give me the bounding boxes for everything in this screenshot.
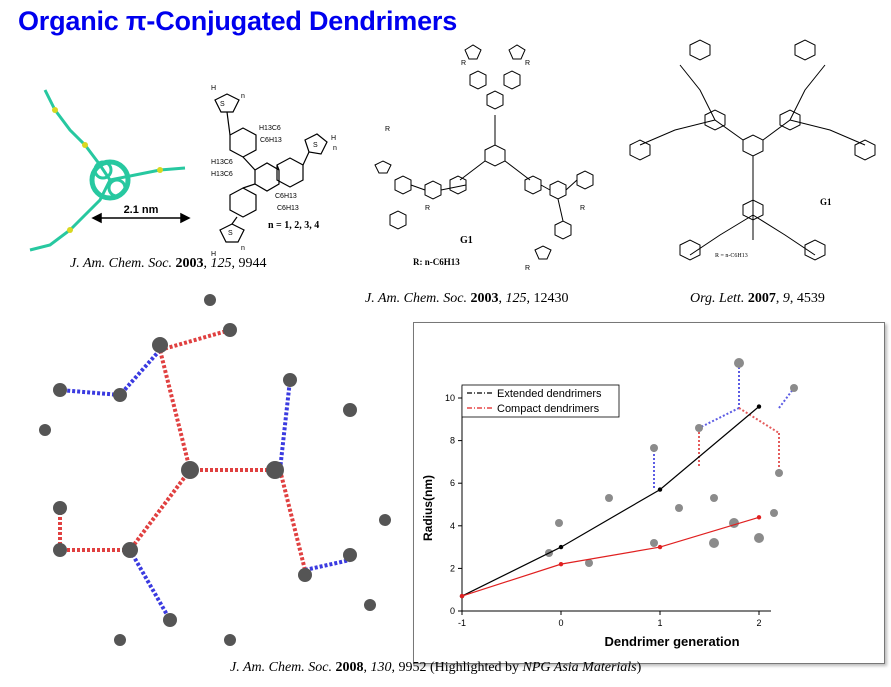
svg-text:C6H13: C6H13: [277, 205, 299, 212]
chart-ylabel: Radius(nm): [421, 475, 435, 541]
legend-compact: Compact dendrimers: [497, 403, 600, 415]
y-tick-label: 8: [450, 436, 455, 446]
svg-text:H: H: [211, 251, 216, 258]
svg-text:R: R: [525, 60, 530, 67]
series-point-0: [558, 544, 564, 550]
x-tick-label: 2: [756, 618, 761, 628]
svg-text:C6H13: C6H13: [275, 193, 297, 200]
series-point-0: [756, 404, 762, 409]
series-point-1: [558, 561, 564, 567]
extended-dendrimer-model-svg: [39, 294, 391, 646]
scale-arrow: [91, 212, 191, 224]
dendrimer-g1-skeleton-3: [629, 39, 876, 261]
svg-text:S: S: [220, 101, 225, 108]
svg-text:R: R: [385, 126, 390, 133]
svg-text:H: H: [331, 135, 336, 142]
svg-text:n: n: [241, 245, 245, 252]
extended-dendrimer-model-panel: [30, 290, 405, 660]
chemical-structure-2d: [214, 93, 328, 243]
svg-text:R: R: [580, 205, 585, 212]
structure-3-name: G1: [820, 197, 832, 207]
structure-2-svg: R R R R R R G1 R: n-C6H13: [374, 44, 594, 272]
structure-3-rgroup: R = n-C6H13: [715, 253, 748, 259]
series-point-1: [459, 593, 465, 599]
citation-3: Org. Lett. 2007, 9, 4539: [690, 291, 825, 306]
y-tick-label: 0: [450, 606, 455, 616]
structure-2-rgroup: R: n-C6H13: [413, 257, 460, 267]
svg-text:n: n: [241, 93, 245, 100]
structure-panel-2: R R R R R R G1 R: n-C6H13: [365, 35, 615, 285]
series-point-1: [756, 515, 762, 520]
y-tick-label: 10: [445, 393, 455, 403]
repeat-label: n = 1, 2, 3, 4: [268, 220, 319, 231]
svg-text:R: R: [525, 265, 530, 272]
chart-legend: Extended dendrimers Compact dendrimers: [461, 384, 620, 418]
svg-text:n: n: [333, 145, 337, 152]
citation-4: J. Am. Chem. Soc. 2008, 130, 9952 (Highl…: [230, 660, 642, 675]
scale-label: 2.1 nm: [124, 204, 159, 216]
svg-text:R: R: [461, 60, 466, 67]
chart-lines: [459, 404, 762, 599]
svg-text:H13C6: H13C6: [211, 159, 233, 166]
core-nodes: [39, 294, 391, 646]
series-line-0: [461, 406, 760, 597]
citation-1: J. Am. Chem. Soc. 2003, 125, 9944: [70, 256, 267, 271]
dendrimer-g1-skeleton: [374, 44, 594, 260]
svg-text:R: R: [425, 205, 430, 212]
series-line-1: [461, 516, 760, 597]
svg-text:S: S: [228, 230, 233, 237]
legend-extended: Extended dendrimers: [497, 388, 602, 400]
y-tick-label: 4: [450, 521, 455, 531]
structure-3-svg: G1 R = n-C6H13: [629, 39, 876, 261]
chart-background-models: [545, 358, 798, 567]
svg-text:C6H13: C6H13: [260, 137, 282, 144]
svg-text:H13C6: H13C6: [211, 171, 233, 178]
svg-text:H13C6: H13C6: [259, 125, 281, 132]
r-group-letters: R R R R R R: [385, 60, 585, 272]
red-linkers: [58, 328, 307, 571]
slide-title: Organic π-Conjugated Dendrimers: [18, 6, 458, 36]
svg-text:H: H: [211, 85, 216, 92]
structure-2-name: G1: [460, 235, 473, 246]
y-tick-label: 6: [450, 478, 455, 488]
x-tick-label: -1: [458, 618, 466, 628]
x-tick-label: 1: [657, 618, 662, 628]
citation-2: J. Am. Chem. Soc. 2003, 125, 12430: [365, 291, 569, 306]
series-point-0: [657, 487, 663, 492]
structure-panel-3: G1 R = n-C6H13: [620, 35, 885, 280]
y-tick-label: 2: [450, 563, 455, 573]
chart-xlabel: Dendrimer generation: [604, 634, 739, 649]
svg-text:S: S: [313, 142, 318, 149]
series-point-1: [657, 544, 663, 550]
x-tick-label: 0: [558, 618, 563, 628]
molecular-model-3d: [29, 89, 186, 252]
blue-linkers: [59, 348, 351, 621]
